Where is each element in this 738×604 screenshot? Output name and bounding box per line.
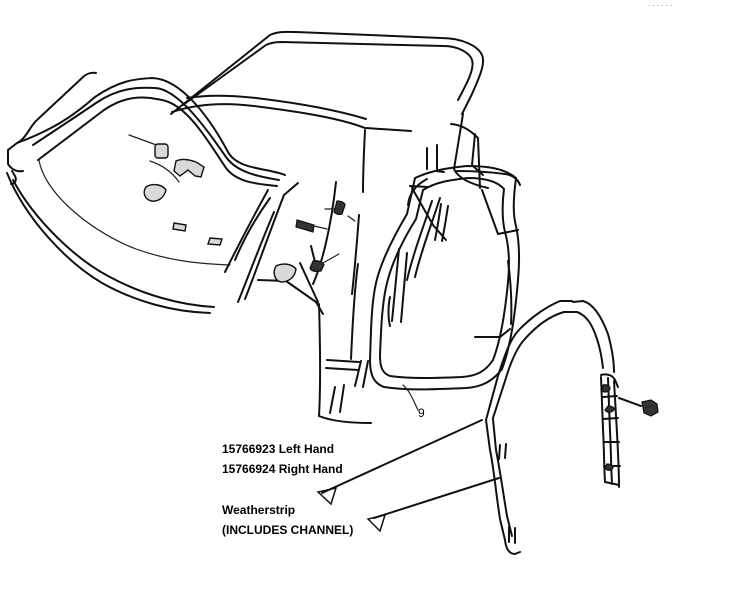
callout-leader (402, 384, 419, 411)
part-number-left-hand: 15766923 Left Hand (222, 442, 335, 456)
channel-arrowhead (366, 513, 387, 533)
weatherstrip-arrowhead (316, 486, 338, 506)
cab-body (170, 30, 519, 424)
label-arrows (316, 419, 500, 533)
mounting-screw (618, 397, 659, 417)
door-weatherstrip-loop (369, 165, 521, 391)
windshield-assembly (6, 71, 299, 314)
svg-text:. . . . . .: . . . . . . (648, 0, 672, 8)
includes-channel-label: (INCLUDES CHANNEL) (222, 523, 354, 537)
weatherstrip-label: Weatherstrip (222, 503, 296, 517)
corner-marks: . . . . . . (648, 0, 672, 8)
callout-number: 9 (418, 406, 425, 420)
part-number-right-hand: 15766924 Right Hand (222, 462, 343, 476)
windshield-hardware (128, 134, 356, 283)
replacement-weatherstrip (485, 300, 621, 555)
